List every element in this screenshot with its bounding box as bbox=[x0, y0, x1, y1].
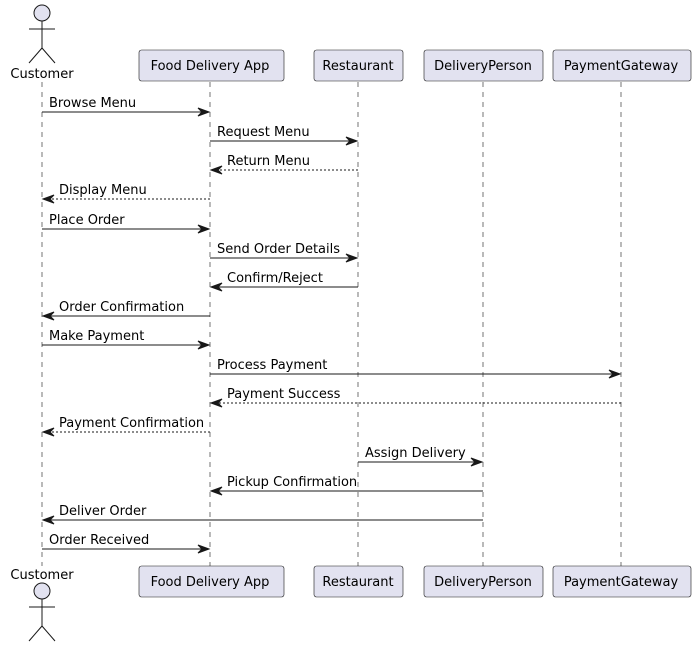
message-label-12: Payment Confirmation bbox=[59, 416, 204, 431]
message-label-15: Deliver Order bbox=[59, 504, 147, 519]
participant-label-top-payment: PaymentGateway bbox=[564, 59, 679, 74]
message-label-9: Make Payment bbox=[49, 329, 144, 344]
participant-label-bottom-restaurant: Restaurant bbox=[322, 575, 393, 590]
message-label-3: Return Menu bbox=[227, 154, 310, 169]
participant-label-bottom-payment: PaymentGateway bbox=[564, 575, 679, 590]
participant-label-bottom-app: Food Delivery App bbox=[151, 575, 270, 590]
message-label-4: Display Menu bbox=[59, 183, 147, 198]
message-label-5: Place Order bbox=[49, 213, 125, 228]
actor-leg-left-bottom bbox=[28, 625, 43, 642]
participant-box-bottom-delivery bbox=[423, 565, 544, 598]
participant-box-top-delivery bbox=[423, 49, 544, 82]
message-arrowhead-14 bbox=[209, 486, 223, 496]
participant-label-bottom-customer: Customer bbox=[10, 568, 74, 583]
message-label-13: Assign Delivery bbox=[365, 446, 466, 461]
message-arrowhead-6 bbox=[345, 253, 359, 263]
message-arrowhead-12 bbox=[41, 427, 55, 437]
participant-label-bottom-delivery: DeliveryPerson bbox=[434, 575, 532, 590]
participant-box-top-restaurant bbox=[313, 49, 404, 82]
message-arrowhead-10 bbox=[608, 369, 622, 379]
message-arrowhead-16 bbox=[197, 544, 211, 554]
message-arrowhead-5 bbox=[197, 224, 211, 234]
message-arrowhead-8 bbox=[41, 311, 55, 321]
message-label-14: Pickup Confirmation bbox=[227, 475, 357, 490]
participant-label-top-delivery: DeliveryPerson bbox=[434, 59, 532, 74]
actor-leg-right-top bbox=[41, 47, 56, 64]
actor-head-bottom bbox=[33, 582, 51, 600]
message-label-6: Send Order Details bbox=[217, 242, 340, 257]
message-label-7: Confirm/Reject bbox=[227, 271, 323, 286]
participant-box-top-app bbox=[138, 49, 285, 82]
message-arrowhead-11 bbox=[209, 398, 223, 408]
message-label-1: Browse Menu bbox=[49, 96, 136, 111]
message-arrowhead-9 bbox=[197, 340, 211, 350]
message-label-11: Payment Success bbox=[227, 387, 341, 402]
message-arrowhead-3 bbox=[209, 165, 223, 175]
message-label-2: Request Menu bbox=[217, 125, 310, 140]
actor-head-top bbox=[33, 4, 51, 22]
participant-box-bottom-restaurant bbox=[313, 565, 404, 598]
message-label-16: Order Received bbox=[49, 533, 149, 548]
message-label-8: Order Confirmation bbox=[59, 300, 184, 315]
message-arrowhead-15 bbox=[41, 515, 55, 525]
participant-label-top-app: Food Delivery App bbox=[151, 59, 270, 74]
message-arrowhead-4 bbox=[41, 194, 55, 204]
actor-leg-right-bottom bbox=[41, 625, 56, 642]
participant-box-top-payment bbox=[552, 49, 692, 82]
participant-label-top-restaurant: Restaurant bbox=[322, 59, 393, 74]
participant-box-bottom-app bbox=[138, 565, 285, 598]
actor-leg-left-top bbox=[28, 47, 43, 64]
message-arrowhead-1 bbox=[197, 107, 211, 117]
message-arrowhead-7 bbox=[209, 282, 223, 292]
message-arrowhead-2 bbox=[345, 136, 359, 146]
message-arrowhead-13 bbox=[470, 457, 484, 467]
participant-label-top-customer: Customer bbox=[10, 67, 74, 82]
participant-box-bottom-payment bbox=[552, 565, 692, 598]
message-label-10: Process Payment bbox=[217, 358, 327, 373]
